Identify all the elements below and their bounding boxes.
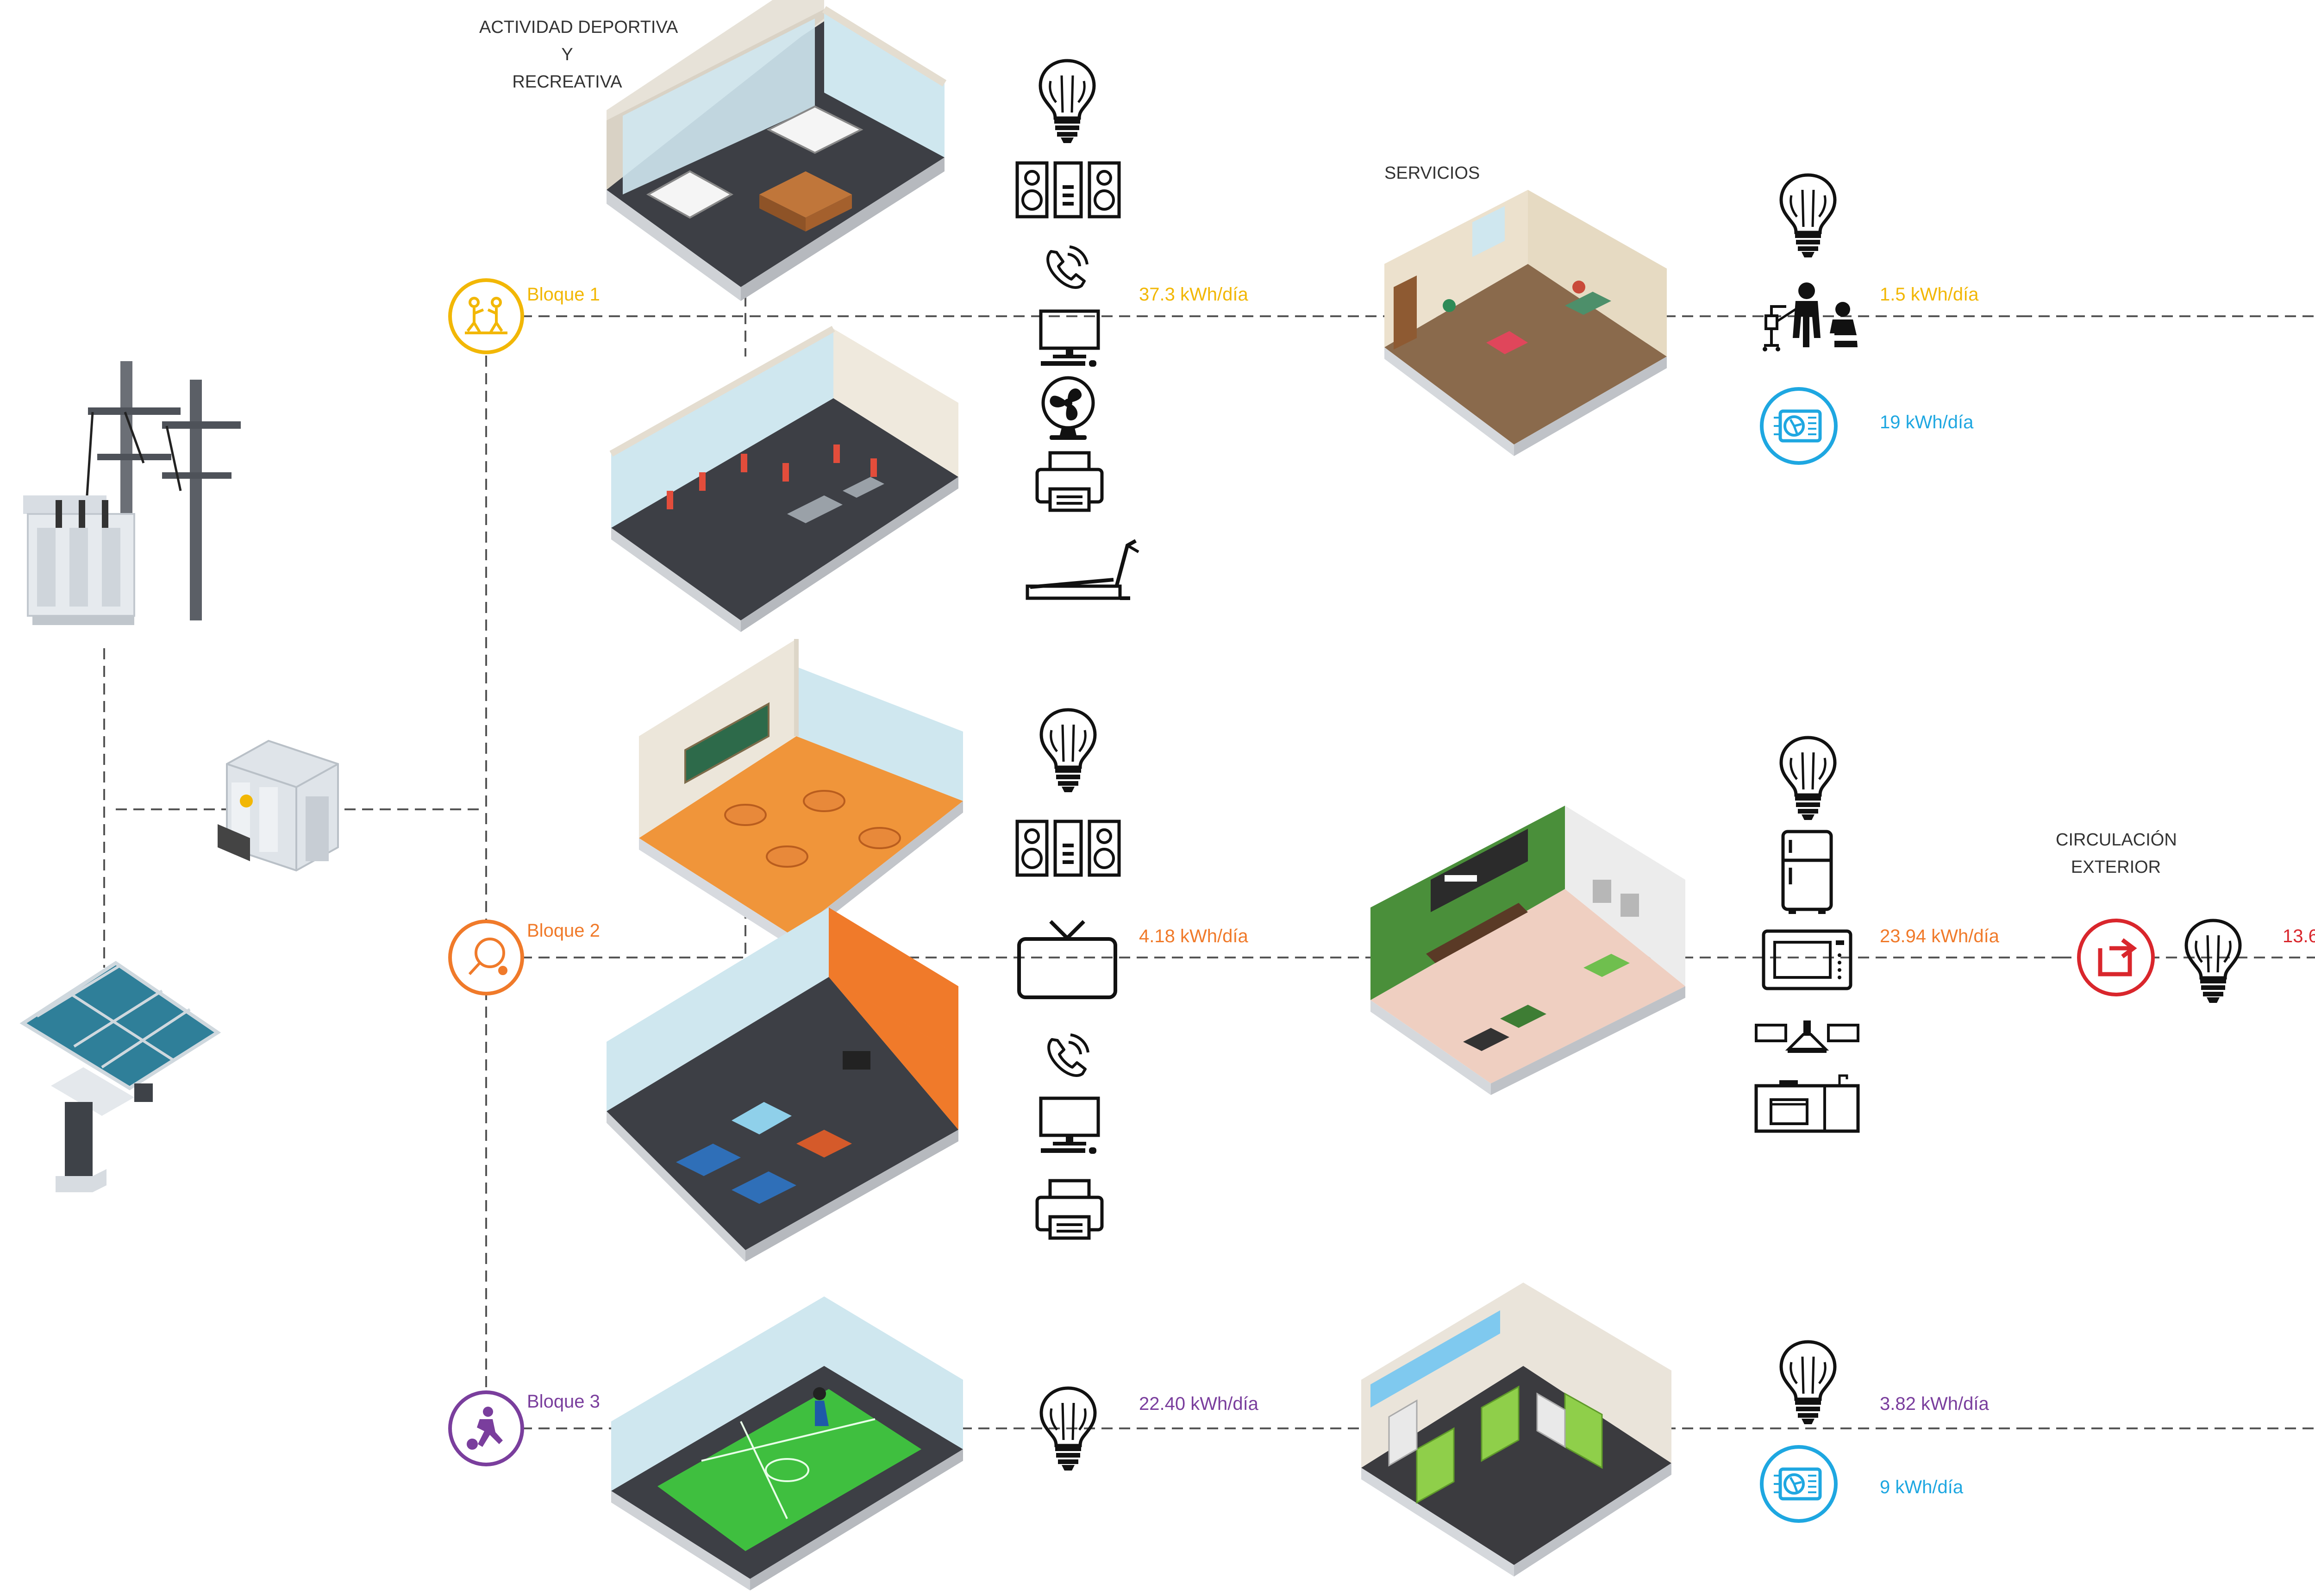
circulacion-title: CIRCULACIÓN EXTERIOR [2056,826,2177,881]
energy-b1-servicios: 1.5 kWh/día [1880,284,1979,305]
power-pole-icon [23,361,241,625]
servicios-equipment [1762,175,1861,463]
air-conditioner-icon [1762,389,1836,463]
connection-lines [103,278,2315,1429]
deportiva-title-line-3: RECREATIVA [512,72,622,92]
game-room [607,908,958,1262]
solar-panel-icon [19,961,221,1192]
classroom-room [639,639,963,947]
bloque1-label: Bloque 1 [527,284,600,305]
therapy-room [1384,190,1667,456]
vestidores-equipment [1762,1342,1836,1521]
deportiva-title: ACTIVIDAD DEPORTIVA Y RECREATIVA [479,14,678,96]
circulacion-title-line-1: CIRCULACIÓN [2056,830,2177,850]
circulacion-equipment [2077,919,2240,1003]
bloque2-label: Bloque 2 [527,920,600,941]
soccer-player-icon [467,1407,503,1450]
bloque3-label: Bloque 3 [527,1391,600,1412]
fan-icon [1043,378,1093,440]
light-bulb-icon [1781,738,1835,820]
kitchen-hood-icon [1756,1020,1858,1053]
gym-room [609,325,958,632]
light-bulb-icon [1781,175,1835,257]
computer-icon [1041,311,1098,367]
ping-pong-icon [468,938,507,976]
energy-circulacion: 13.63 kWh/día [2283,926,2315,946]
servicios-title-text: SERVICIOS [1384,163,1480,183]
energy-b1-servicios-ac: 19 kWh/día [1880,412,1974,432]
deportiva-title-line-1: ACTIVIDAD DEPORTIVA [479,18,678,37]
computer-icon [1041,1098,1098,1154]
energy-b3-vestidores-ac: 9 kWh/día [1880,1477,1964,1497]
light-bulb-icon [1041,710,1095,792]
locker-room [1361,1283,1671,1577]
energy-b2-recreativa: 4.18 kWh/día [1139,926,1248,946]
boxing-room [607,0,947,301]
telephone-icon [1049,1035,1088,1076]
energy-b1-recreativa: 37.3 kWh/día [1139,284,1248,305]
telephone-icon [1048,247,1087,288]
speakers-icon [1017,821,1119,875]
bloque1-node[interactable] [448,278,524,354]
block1-equipment [1017,61,1139,598]
printer-icon [1037,453,1102,510]
exit-icon [2077,919,2155,996]
boxing-icon [465,297,507,334]
printer-icon [1037,1181,1102,1238]
servicios-title: SERVICIOS [1384,160,1480,187]
energy-b2-cafeteria: 23.94 kWh/día [1880,926,1999,946]
tv-icon [1019,921,1115,997]
light-bulb-icon [1781,1342,1835,1424]
energy-b3-vestidores: 3.82 kWh/día [1880,1394,1989,1414]
light-bulb-icon [1040,61,1094,143]
block2-equipment [1017,710,1119,1238]
treadmill-icon [1027,541,1139,598]
air-conditioner-icon [1762,1447,1836,1521]
bloque2-node[interactable] [448,920,524,995]
circulacion-title-line-2: EXTERIOR [2071,857,2161,877]
cafeteria-room [1370,806,1685,1095]
microwave-icon [1764,931,1851,989]
deportiva-title-line-2: Y [561,44,573,64]
bloque3-node[interactable] [448,1390,524,1466]
refrigerator-icon [1783,832,1831,914]
speakers-icon [1017,163,1119,217]
cafeteria-equipment [1756,738,1858,1131]
energy-b3-cancha: 22.40 kWh/día [1139,1394,1258,1414]
soccer-field-room [611,1296,963,1590]
stove-icon [1756,1076,1858,1131]
transformer-icon [218,739,339,872]
light-bulb-icon [2186,920,2240,1003]
